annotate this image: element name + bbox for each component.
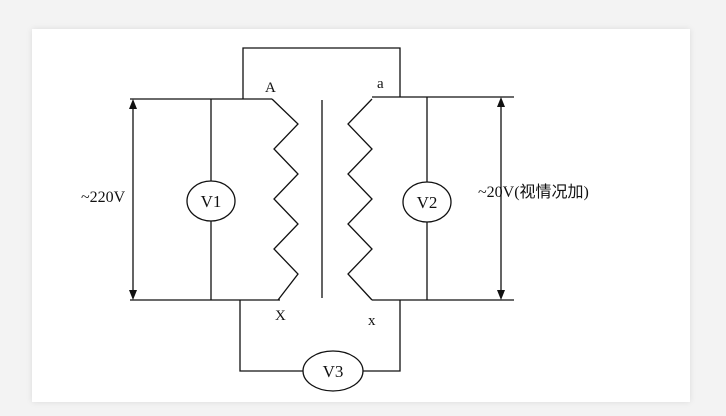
v3-meter: [302, 350, 364, 392]
terminal-X-label: X: [275, 308, 286, 324]
v3-left-wire: [239, 300, 304, 372]
primary-voltage-label: ~220V: [81, 189, 126, 206]
v3-label: V3: [323, 362, 344, 381]
diagram-card: [32, 29, 690, 402]
terminal-A-label: A: [265, 80, 276, 96]
secondary-coil: [347, 98, 373, 301]
v1-label: V1: [201, 192, 222, 211]
top-jumper-wire: [242, 47, 401, 99]
secondary-voltage-arrow-bottom: [497, 290, 505, 300]
secondary-voltage-arrow-top: [497, 97, 505, 107]
v3-right-wire: [363, 300, 401, 372]
secondary-voltage-label: ~20V(视情况加): [478, 183, 589, 201]
v2-label: V2: [417, 193, 438, 212]
primary-voltage-arrow-top: [129, 99, 137, 109]
v1-meter: [186, 180, 236, 222]
primary-voltage-arrow-bottom: [129, 290, 137, 300]
terminal-a-label: a: [377, 76, 384, 92]
terminal-x-label: x: [368, 313, 376, 329]
primary-coil: [271, 98, 299, 301]
v2-meter: [402, 181, 452, 223]
